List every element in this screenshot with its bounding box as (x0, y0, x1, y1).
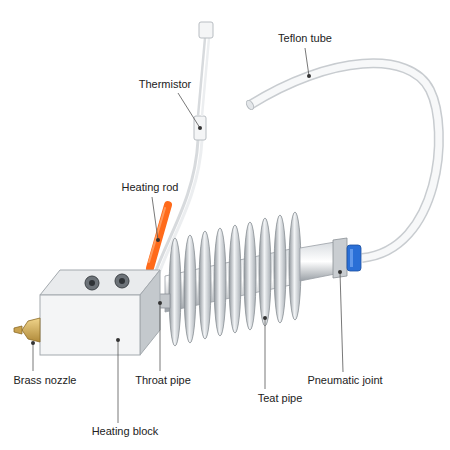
wire-plug (199, 22, 213, 38)
heatsink-fin (289, 212, 301, 320)
leader-line (118, 340, 119, 423)
heating-rod (150, 205, 168, 268)
joint-nut (333, 238, 347, 278)
wire-connector (194, 116, 206, 140)
tube-end (245, 99, 255, 111)
heatsink-fin (259, 218, 271, 326)
part-label: Heating rod (120, 181, 181, 194)
heatsink-neck (300, 242, 335, 281)
leader-line (33, 343, 34, 371)
part-label: Thermistor (137, 78, 194, 91)
part-label: Brass nozzle (12, 374, 79, 387)
leader-line (178, 93, 200, 128)
thermistor-wire (202, 38, 209, 116)
brass-nozzle (22, 318, 40, 342)
leader-line (265, 318, 266, 389)
leader-dot (156, 238, 160, 242)
leader-dot (263, 316, 267, 320)
leader-dot (198, 126, 202, 130)
pneumatic-collet (347, 245, 361, 271)
part-label: Pneumatic joint (305, 374, 384, 387)
heatsink-fin (244, 222, 256, 330)
collet-highlight (350, 249, 353, 267)
part-label: Heating block (90, 425, 161, 438)
heatsink-fin (214, 228, 226, 336)
heating-block (40, 295, 140, 355)
block-side (140, 270, 160, 355)
leader-dot (116, 338, 120, 342)
part-label: Throat pipe (133, 374, 193, 387)
part-label: Teat pipe (256, 392, 305, 405)
leader-dot (31, 341, 35, 345)
block-screw (115, 274, 129, 288)
nozzle-tip (14, 326, 22, 334)
screw-socket (89, 280, 95, 286)
heatsink-fin (184, 235, 196, 343)
heatsink-fin (229, 225, 241, 333)
heatsink-fin (274, 215, 286, 323)
heatsink-fin (199, 231, 211, 339)
heatsink-fin (169, 238, 181, 346)
leader-line (160, 303, 161, 371)
part-label: Teflon tube (276, 32, 334, 45)
leader-line (305, 48, 309, 76)
leader-dot (158, 301, 162, 305)
block-top (40, 270, 160, 295)
leader-dot (307, 74, 311, 78)
leader-line (340, 272, 343, 372)
block-screw (85, 276, 99, 290)
leader-line (152, 197, 158, 240)
leader-dot (338, 270, 342, 274)
screw-socket (119, 278, 125, 284)
